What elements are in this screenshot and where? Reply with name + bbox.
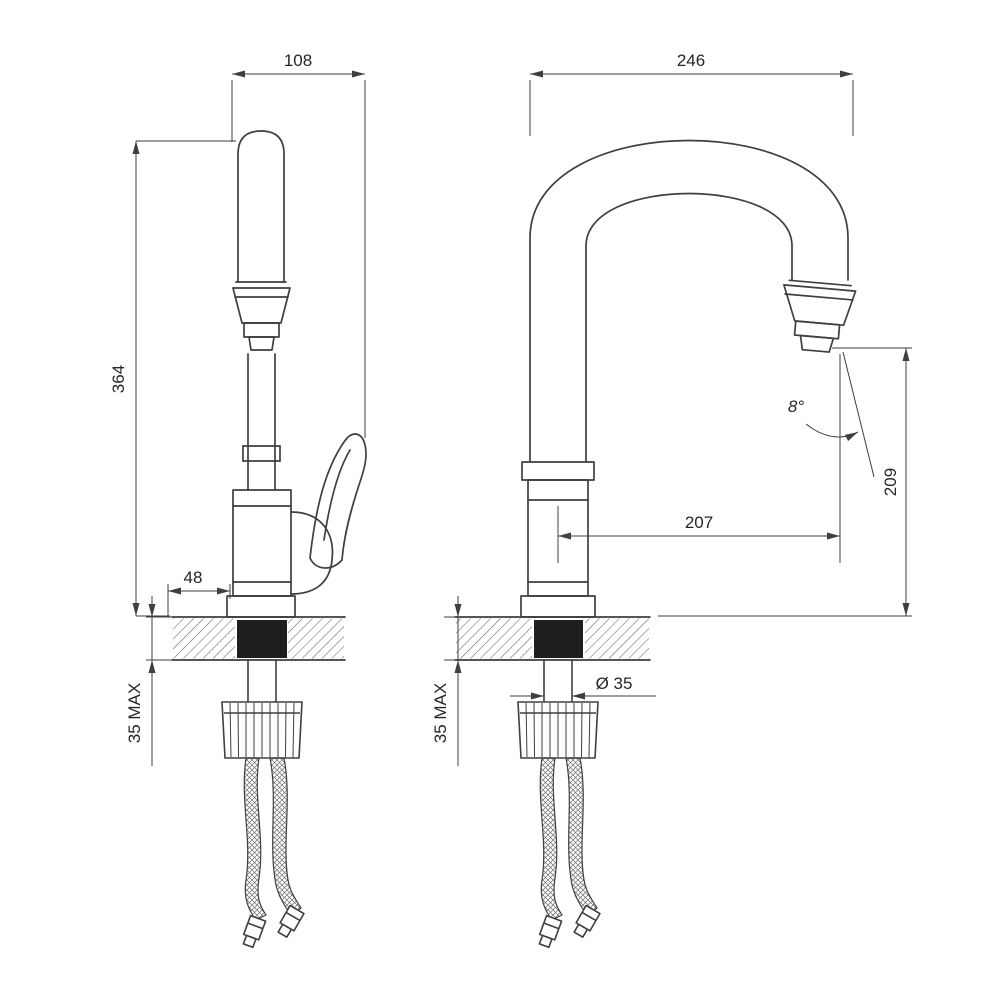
dim-front-top-reach-label: 246 — [677, 51, 705, 70]
side-view-dimensions: 108 364 48 35 MAX — [109, 51, 366, 766]
front-spray-head — [783, 279, 857, 353]
side-view-counter-section — [171, 616, 346, 661]
side-spray-head — [232, 287, 291, 351]
dim-front-spout-drop-label: 209 — [881, 468, 900, 496]
side-handle-lever — [290, 433, 367, 595]
front-under-counter-assembly — [517, 659, 601, 950]
dim-side-top-width-label: 108 — [284, 51, 312, 70]
dim-side-height-label: 364 — [109, 365, 128, 393]
dim-front-shank-diameter-label: Ø 35 — [596, 674, 633, 693]
front-view-counter-section — [454, 616, 651, 661]
dim-front-spray-angle-label: 8° — [788, 397, 804, 416]
front-view-faucet — [520, 139, 857, 618]
side-under-counter-assembly — [221, 659, 305, 950]
front-view-dimensions: 246 209 207 8° Ø 35 35 MAX — [431, 51, 912, 766]
dim-side-counter-max-label: 35 MAX — [125, 683, 144, 743]
dim-side-base-offset-label: 48 — [184, 568, 203, 587]
dim-front-spout-reach-label: 207 — [685, 513, 713, 532]
side-view-faucet — [226, 130, 367, 618]
dim-front-counter-max-label: 35 MAX — [431, 683, 450, 743]
